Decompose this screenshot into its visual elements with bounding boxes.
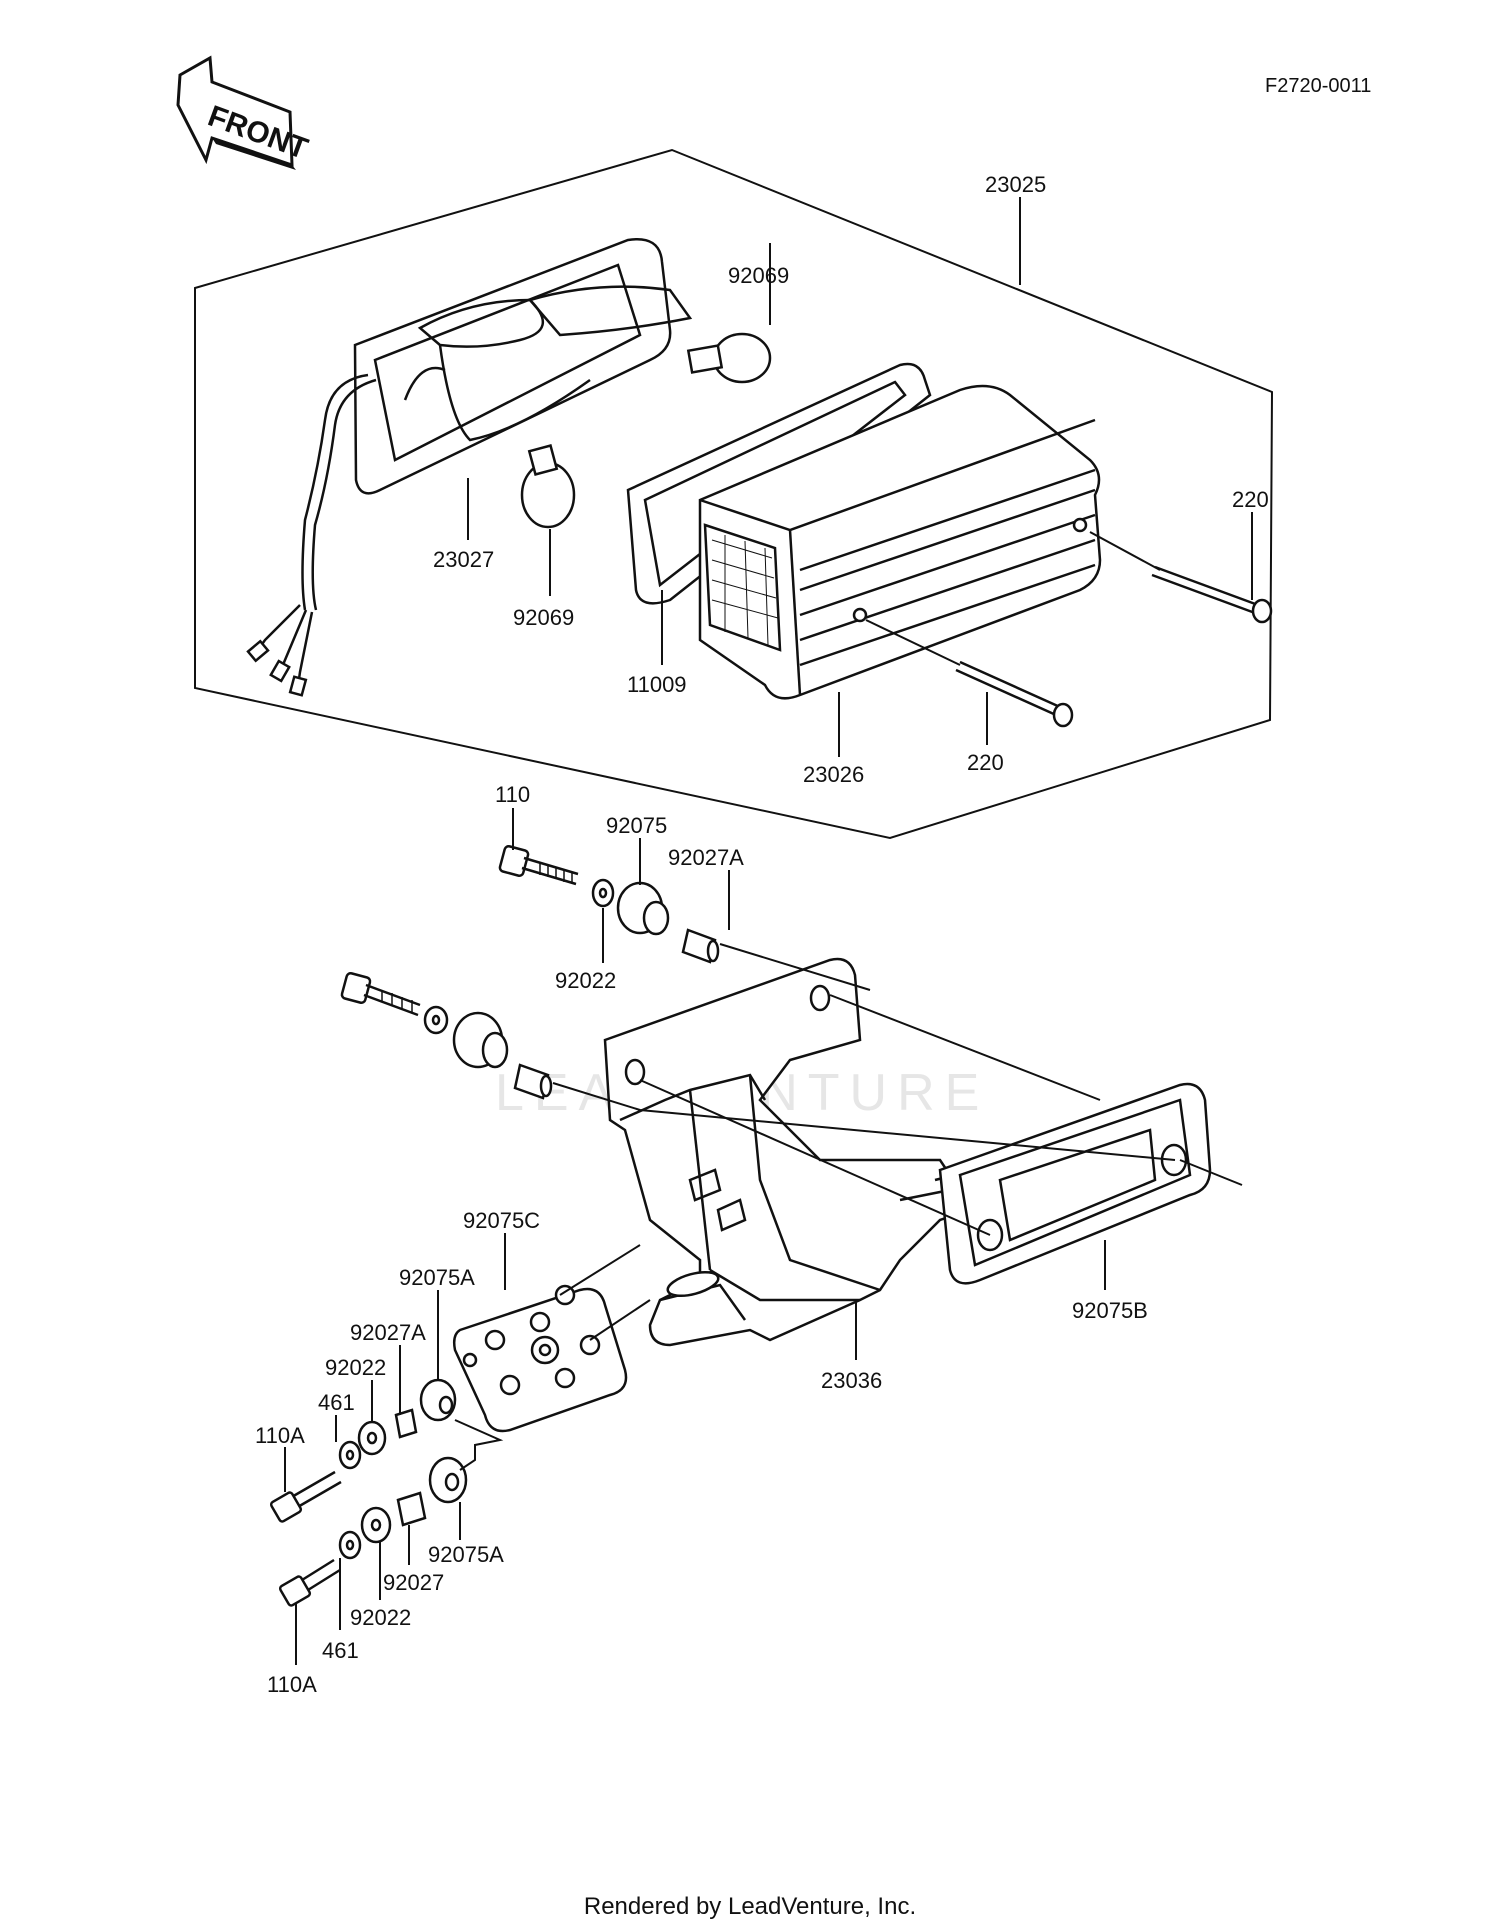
washer-92022-second	[423, 1005, 449, 1035]
washer-92022-top	[591, 878, 615, 908]
leader-lines	[284, 197, 1253, 1665]
callouts: 23025 92069 23027 92069 220 11009 220 23…	[255, 172, 1269, 1697]
callout-92075A-top: 92075A	[399, 1265, 475, 1290]
footer-credit: Rendered by LeadVenture, Inc.	[583, 1893, 917, 1920]
collar-92027A-second	[513, 1063, 553, 1100]
screw-220-top	[1089, 531, 1273, 624]
lens-housing-23027	[353, 238, 693, 495]
bolt-110-second	[340, 971, 421, 1017]
collar-92027	[396, 1491, 427, 1527]
callout-92075B: 92075B	[1072, 1298, 1148, 1323]
washer-461-bottom	[338, 1530, 362, 1560]
damper-92075A-bottom	[428, 1456, 468, 1504]
grommet-92075-second	[452, 1011, 509, 1069]
callout-11009: 11009	[627, 672, 687, 697]
grommet-92075	[616, 881, 670, 936]
callout-92069-bottom: 92069	[513, 605, 574, 630]
front-arrow-icon: FRONT	[176, 55, 312, 170]
diagram-id: F2720-0011	[1265, 75, 1372, 97]
callout-461-bottom: 461	[322, 1638, 359, 1663]
washer-92022-bottom	[360, 1506, 392, 1544]
callout-220-bottom: 220	[967, 750, 1004, 775]
wiring-harness	[246, 373, 377, 697]
callout-92022-bottom: 92022	[350, 1605, 411, 1630]
bolt-110A-bottom	[278, 1558, 341, 1607]
lens-case-23026	[698, 384, 1102, 700]
assembly-boundary	[194, 148, 1274, 840]
bolt-110A-top	[269, 1470, 342, 1523]
callout-92027A-top: 92027A	[668, 845, 744, 870]
washer-92022-left	[357, 1420, 387, 1456]
callout-461-top: 461	[318, 1390, 355, 1415]
callout-23036: 23036	[821, 1368, 882, 1393]
callout-23027: 23027	[433, 547, 494, 572]
callout-92075: 92075	[606, 813, 667, 838]
callout-92027: 92027	[383, 1570, 444, 1595]
callout-92022-top: 92022	[555, 968, 616, 993]
callout-220-top: 220	[1232, 487, 1269, 512]
plate-lamp-92075B	[938, 1082, 1212, 1285]
collar-92027A-top	[681, 928, 720, 964]
screw-220-bottom	[865, 619, 1074, 728]
callout-92069-top: 92069	[728, 263, 789, 288]
callout-23025: 23025	[985, 172, 1046, 197]
washer-461-top	[338, 1440, 362, 1470]
bulb-bottom-92069	[520, 444, 576, 529]
callout-92022-left: 92022	[325, 1355, 386, 1380]
mount-plate-92075C	[452, 1284, 628, 1433]
callout-23026: 23026	[803, 762, 864, 787]
damper-92075A-top	[419, 1378, 457, 1422]
bolt-110	[498, 844, 579, 886]
callout-92075A-bottom: 92075A	[428, 1542, 504, 1567]
callout-110: 110	[495, 782, 530, 807]
collar-92027A-left	[394, 1408, 418, 1439]
callout-110A-bottom: 110A	[267, 1672, 317, 1697]
callout-92075C: 92075C	[463, 1208, 540, 1233]
callout-110A-top: 110A	[255, 1423, 305, 1448]
callout-92027A-left: 92027A	[350, 1320, 426, 1345]
bulb-top-92069	[686, 332, 772, 384]
